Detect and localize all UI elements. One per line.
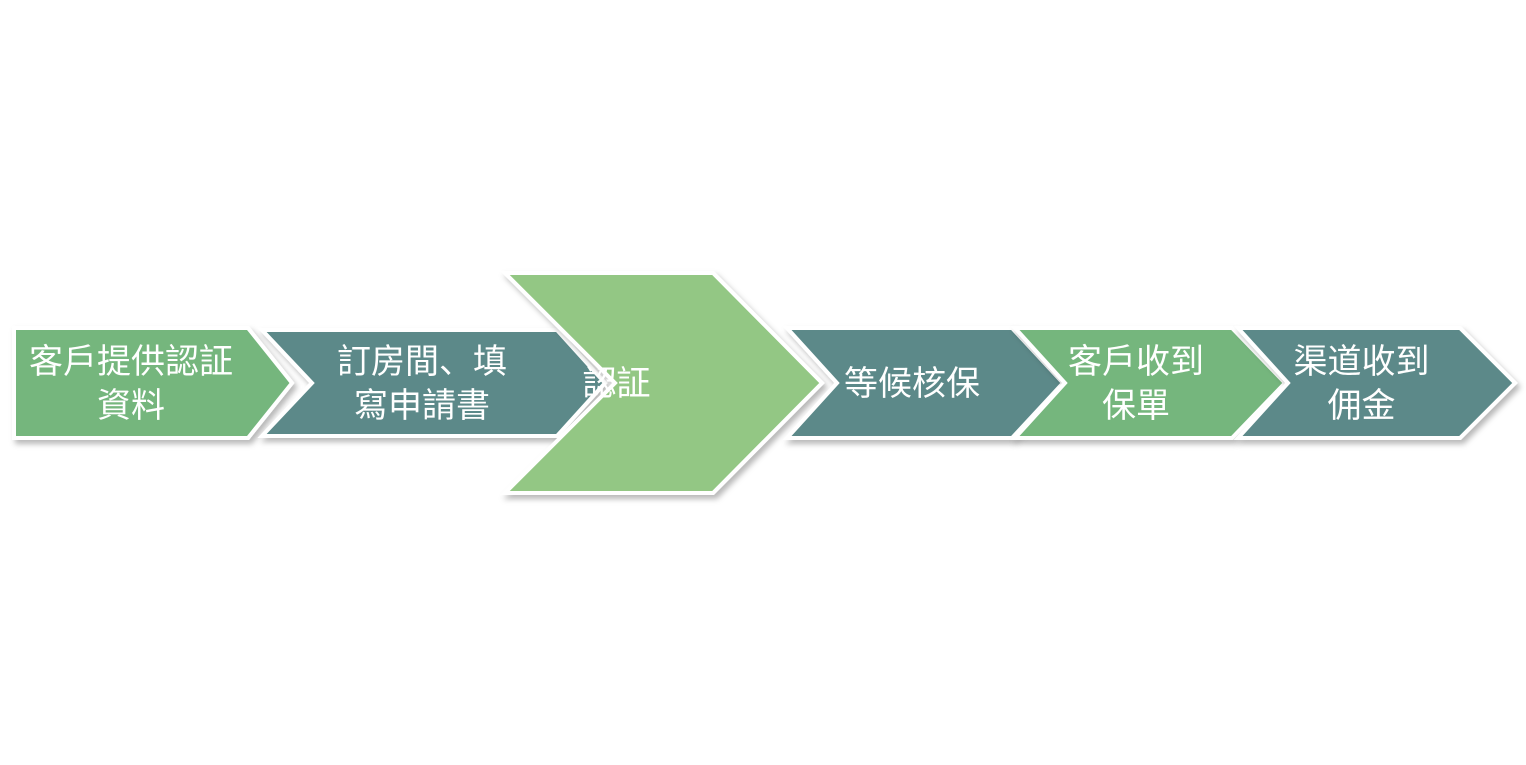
process-step-4: 等候核保	[782, 326, 1066, 440]
step-label-line: 訂房間、填	[337, 342, 507, 382]
step-label-line: 等候核保	[844, 364, 980, 404]
chevron-arrow-shape	[500, 271, 825, 495]
chevron-arrow-shape	[782, 326, 1066, 440]
step-label-line: 認証	[583, 364, 651, 404]
chevron-arrow-shape	[257, 328, 608, 438]
step-label-line: 資料	[97, 386, 165, 426]
chevron-arrow-shape	[1010, 326, 1288, 440]
step-label-line: 渠道收到	[1294, 342, 1430, 382]
step-label-line: 佣金	[1328, 386, 1396, 426]
process-steps: 客戶提供認証資料訂房間、填寫申請書認証等候核保客戶收到保單渠道收到佣金	[12, 271, 1518, 495]
step-label-line: 保單	[1102, 386, 1170, 426]
step-label-line: 客戶收到	[1068, 342, 1204, 382]
process-step-3: 認証	[500, 271, 825, 495]
chevron-arrow-shape	[1233, 326, 1518, 440]
chevron-arrow-shape	[12, 326, 295, 440]
step-label-line: 寫申請書	[354, 386, 490, 426]
step-label-line: 客戶提供認証	[29, 342, 233, 382]
